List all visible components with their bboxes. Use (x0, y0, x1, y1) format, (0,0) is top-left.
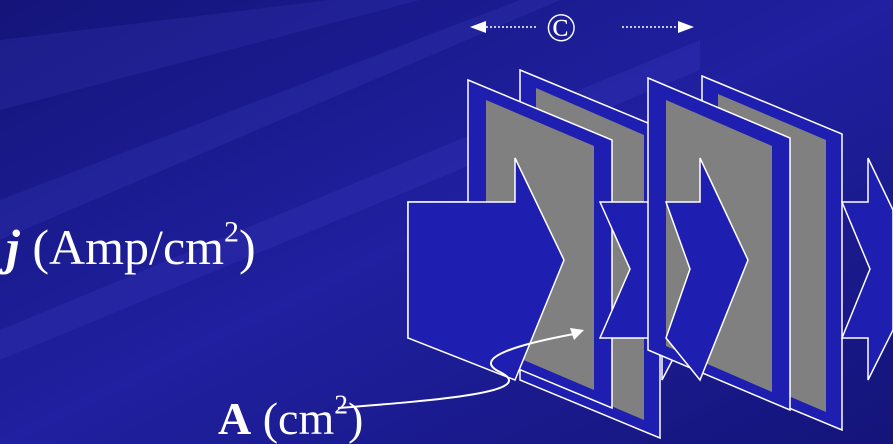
current-density-unit: (Amp/cm (32, 219, 225, 275)
area-label: A (cm2) (218, 390, 364, 444)
current-density-exponent: 2 (224, 215, 240, 249)
area-exponent: 2 (334, 388, 349, 420)
current-density-label: j (Amp/cm2) (6, 217, 256, 275)
area-leader-line (337, 333, 575, 409)
current-arrow-chevron-2 (664, 157, 749, 382)
current-arrow-exit (840, 157, 893, 381)
area-symbol: A (218, 393, 252, 444)
area-leader-arrowhead (570, 328, 584, 340)
area-close: ) (348, 393, 364, 444)
current-arrow-chevron-1 (407, 157, 565, 381)
capacitance-symbol: © (546, 5, 577, 50)
area-unit: (cm (262, 393, 335, 444)
separation-arrow (470, 21, 694, 33)
current-density-symbol: j (6, 219, 20, 275)
current-density-close: ) (239, 219, 256, 275)
